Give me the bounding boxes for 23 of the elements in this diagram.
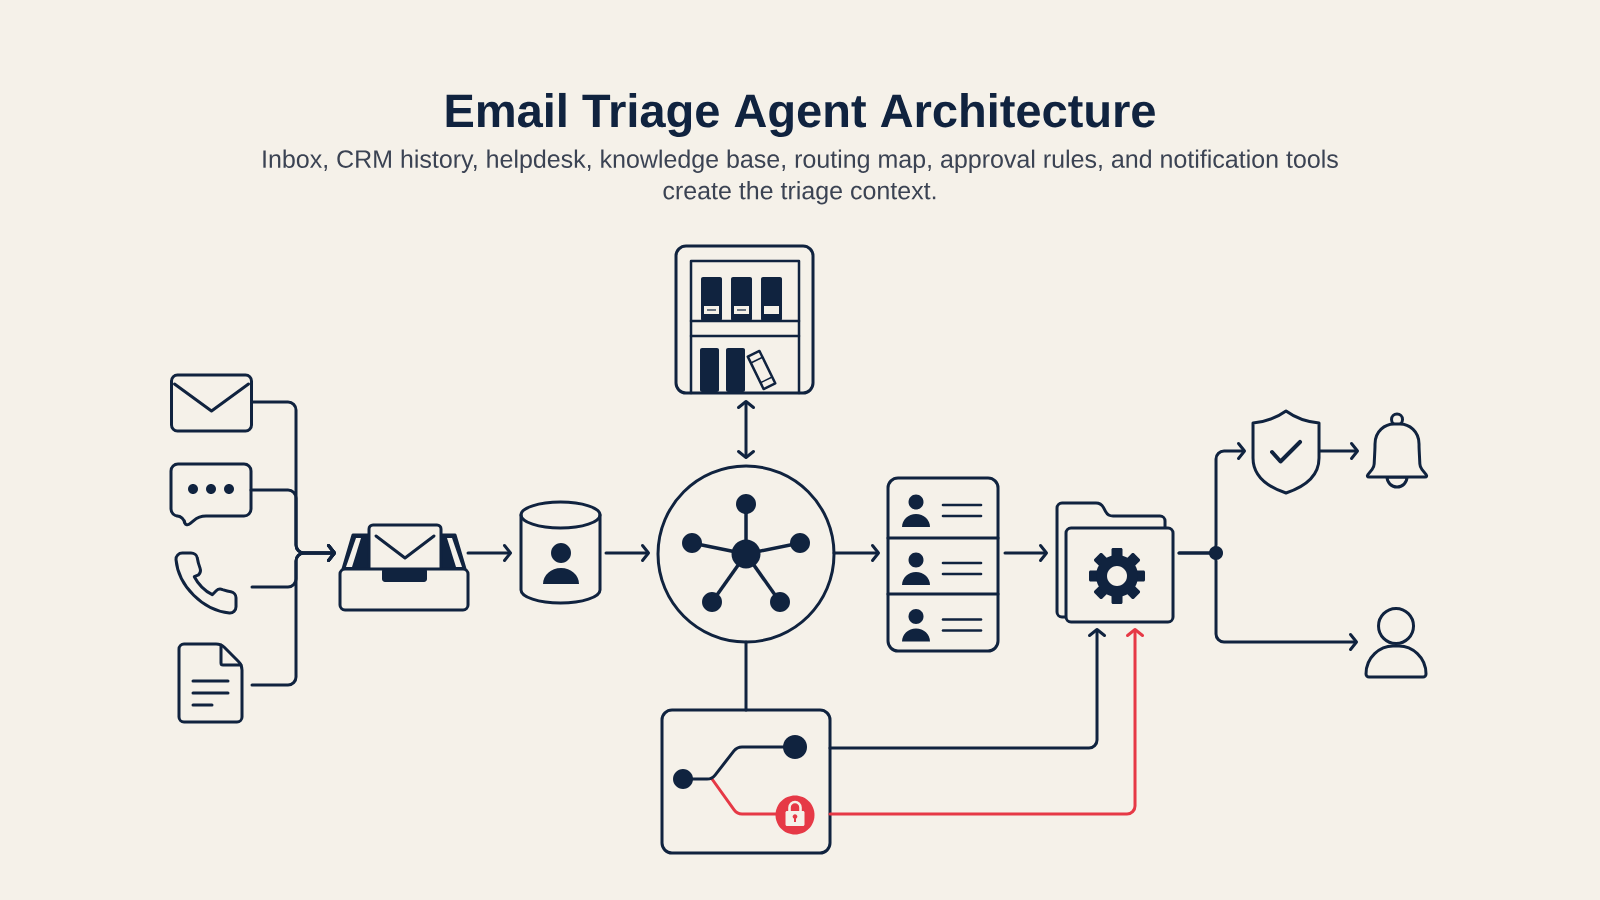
arrow (832, 544, 880, 562)
person-icon (1364, 607, 1428, 679)
title: Email Triage Agent Architecture (446, 92, 1155, 137)
phone-icon (174, 551, 238, 615)
envelope-icon (170, 373, 253, 433)
double-arrow (737, 400, 755, 459)
shield-check-icon (1251, 409, 1321, 495)
contact-list-icon (886, 476, 1000, 653)
inbox-tray-icon (338, 523, 470, 612)
connector-line (744, 640, 748, 712)
arrow (466, 544, 512, 562)
arrow (604, 544, 650, 562)
arrow (828, 628, 1144, 816)
arrow (1318, 442, 1359, 460)
bookshelf-icon (674, 244, 815, 395)
arrow (828, 628, 1106, 750)
settings-folder-icon (1055, 501, 1175, 624)
subtitle: Inbox, CRM history, helpdesk, knowledge base, routing map, approval rules, and notification tools create the triage context. (263, 149, 1338, 205)
document-icon (177, 642, 244, 724)
arrow (1177, 551, 1358, 651)
bell-icon (1365, 412, 1429, 489)
arrow (1003, 544, 1048, 562)
arrow (250, 544, 336, 687)
